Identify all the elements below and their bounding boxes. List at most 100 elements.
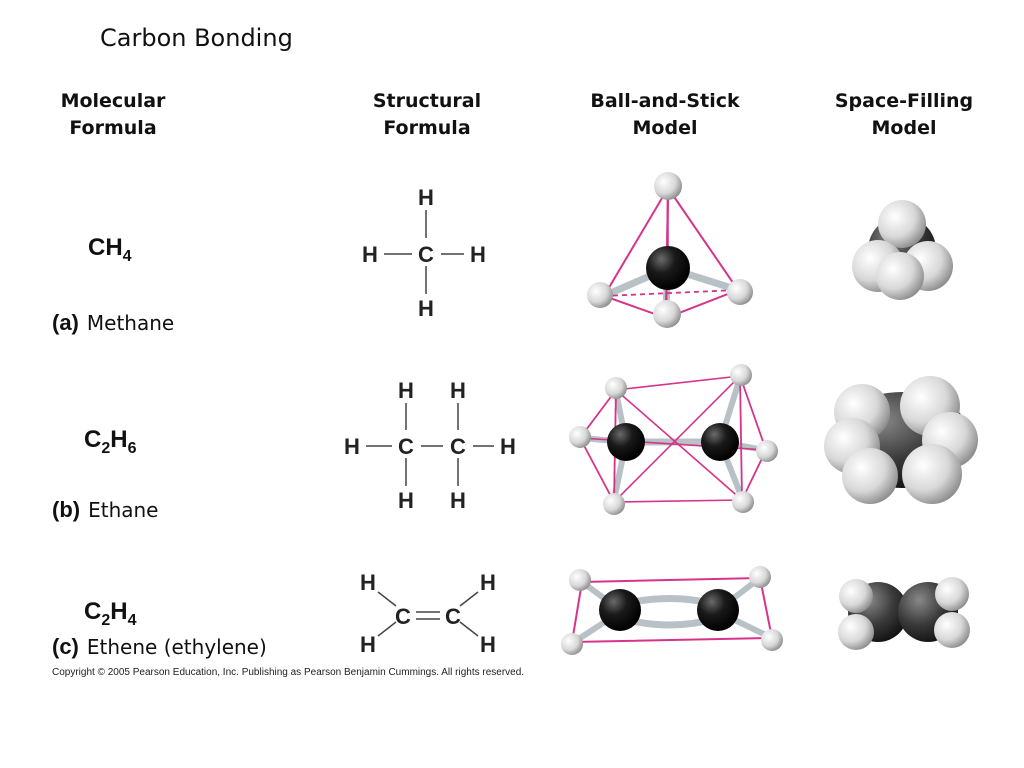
hydrogen-atom — [761, 629, 783, 651]
structural-ethene: H H C C H H — [360, 570, 496, 657]
atom-label: H — [500, 434, 516, 459]
header-line: Structural — [372, 90, 482, 112]
hydrogen-atom — [653, 300, 681, 328]
formula-ethene: C2H4 — [84, 598, 137, 630]
hydrogen-atom — [569, 426, 591, 448]
ball-stick-ethene — [561, 566, 783, 655]
row-name: Methane — [86, 311, 175, 335]
space-filling-ethene — [838, 577, 970, 650]
header-space-filling: Space-Filling Model — [814, 88, 994, 142]
formula-subscript: 4 — [127, 612, 137, 629]
carbon-atom — [697, 589, 739, 631]
formula-text: C — [84, 426, 102, 453]
atom-label: H — [418, 185, 434, 210]
hydrogen-atom — [749, 566, 771, 588]
formula-text: CH — [88, 234, 123, 261]
formula-text: C — [84, 598, 102, 625]
header-structural-formula: Structural Formula — [337, 88, 517, 142]
header-line: Formula — [383, 117, 471, 139]
atom-label: H — [470, 242, 486, 267]
hydrogen-atom — [654, 172, 682, 200]
header-line: Space-Filling — [834, 90, 974, 112]
hydrogen-atom — [727, 279, 753, 305]
space-filling-methane — [852, 200, 953, 300]
hydrogen-atom — [603, 493, 625, 515]
atom-label: H — [360, 570, 376, 595]
header-molecular-formula: Molecular Formula — [23, 88, 203, 142]
hydrogen-atom — [839, 579, 873, 613]
hydrogen-atom — [878, 200, 926, 248]
hydrogen-atom — [922, 412, 978, 468]
atom-label: H — [418, 296, 434, 321]
hydrogen-atom — [838, 614, 874, 650]
header-line: Molecular — [60, 90, 166, 112]
hydrogen-atom — [934, 612, 970, 648]
hydrogen-atom — [824, 418, 880, 474]
header-line: Formula — [69, 117, 157, 139]
atom-label: H — [450, 488, 466, 513]
carbon-atom — [646, 246, 690, 290]
formula-subscript: 2 — [101, 440, 111, 457]
carbon-atom — [599, 589, 641, 631]
hydrogen-atom — [903, 241, 953, 291]
hydrogen-atom — [900, 376, 960, 436]
formula-text: H — [110, 598, 128, 625]
atom-label: H — [362, 242, 378, 267]
atom-label: C — [395, 604, 411, 629]
hydrogen-atom — [605, 377, 627, 399]
hydrogen-atom — [569, 569, 591, 591]
atom-label: H — [360, 632, 376, 657]
space-filling-ethane — [824, 376, 978, 504]
header-line: Ball-and-Stick — [590, 90, 740, 112]
atom-label: H — [398, 488, 414, 513]
hydrogen-atom — [852, 240, 904, 292]
row-label-ethane: (b) Ethane — [52, 497, 158, 523]
ball-stick-ethane — [569, 364, 778, 515]
hydrogen-atom — [730, 364, 752, 386]
hydrogen-atom — [834, 384, 890, 440]
carbon-atom — [832, 392, 972, 488]
atom-label: C — [398, 434, 414, 459]
carbon-atom — [848, 582, 908, 642]
row-label-methane: (a) Methane — [52, 310, 174, 336]
atom-label: H — [398, 378, 414, 403]
atom-label: H — [344, 434, 360, 459]
page-title: Carbon Bonding — [100, 24, 293, 52]
formula-subscript: 4 — [122, 248, 132, 265]
row-letter: (a) — [52, 310, 79, 335]
hydrogen-atom — [876, 252, 924, 300]
header-line: Model — [632, 117, 698, 139]
formula-ethane: C2H6 — [84, 426, 137, 458]
formula-methane: CH4 — [88, 234, 132, 266]
row-name: Ethane — [88, 498, 159, 522]
atom-label: H — [480, 570, 496, 595]
atom-label: C — [445, 604, 461, 629]
copyright-notice: Copyright © 2005 Pearson Education, Inc.… — [52, 667, 525, 678]
formula-subscript: 6 — [127, 440, 137, 457]
atom-label: C — [418, 242, 434, 267]
header-ball-and-stick: Ball-and-Stick Model — [575, 88, 755, 142]
hydrogen-atom — [732, 491, 754, 513]
formula-subscript: 2 — [101, 612, 111, 629]
formula-text: H — [110, 426, 128, 453]
carbon-atom — [607, 423, 645, 461]
hydrogen-atom — [842, 448, 898, 504]
ball-stick-methane — [587, 172, 753, 328]
structural-methane: H H C H H — [362, 185, 486, 321]
hydrogen-atom — [587, 282, 613, 308]
hydrogen-atom — [902, 444, 962, 504]
row-letter: (b) — [52, 497, 81, 522]
atom-label: C — [450, 434, 466, 459]
carbon-atom — [868, 216, 936, 284]
carbon-atom — [898, 582, 958, 642]
row-label-ethene: (c) Ethene (ethylene) — [52, 634, 267, 660]
header-line: Model — [871, 117, 937, 139]
hydrogen-atom — [756, 440, 778, 462]
atom-label: H — [480, 632, 496, 657]
structural-ethane: H H H C C H H H — [344, 378, 516, 513]
row-letter: (c) — [52, 634, 79, 659]
atom-label: H — [450, 378, 466, 403]
row-name: Ethene (ethylene) — [86, 635, 267, 659]
hydrogen-atom — [561, 633, 583, 655]
hydrogen-atom — [935, 577, 969, 611]
